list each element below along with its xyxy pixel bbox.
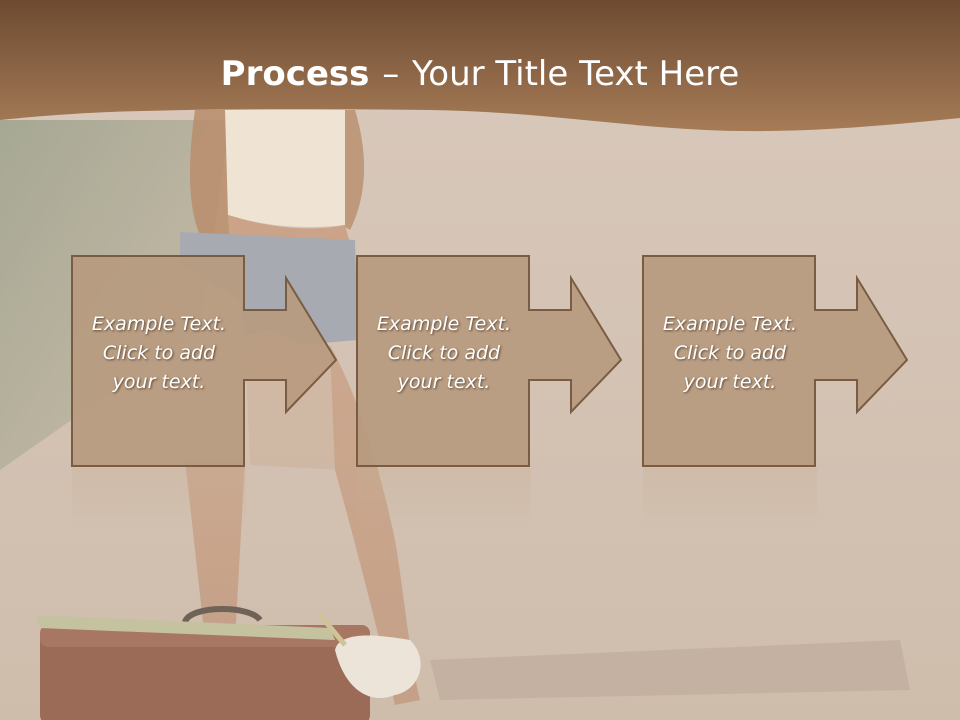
process-step-1[interactable]: Example Text. Click to add your text. [71,255,338,467]
step-text-line-1: Example Text. [376,313,512,335]
step-text-line-1: Example Text. [662,313,798,335]
step-text-line-2: Click to add [387,342,501,364]
step-arrow-shape [642,255,909,467]
step-text[interactable]: Example Text. Click to add your text. [647,310,813,397]
slide-title[interactable]: Process – Your Title Text Here [0,50,960,98]
step-reflection [357,468,531,528]
process-step-2[interactable]: Example Text. Click to add your text. [356,255,623,467]
step-text-line-3: your text. [112,371,206,393]
step-arrow-shape [356,255,623,467]
step-arrow-shape [71,255,338,467]
step-text[interactable]: Example Text. Click to add your text. [76,310,242,397]
step-text-line-2: Click to add [102,342,216,364]
title-separator: – [382,54,400,94]
step-text-line-1: Example Text. [91,313,227,335]
process-step-3[interactable]: Example Text. Click to add your text. [642,255,909,467]
header-band [0,0,960,132]
step-text-line-3: your text. [397,371,491,393]
step-text[interactable]: Example Text. Click to add your text. [361,310,527,397]
title-rest: Your Title Text Here [412,54,740,94]
title-bold: Process [220,54,370,94]
step-reflection [643,468,817,528]
step-text-line-2: Click to add [673,342,787,364]
step-reflection [72,468,246,528]
step-text-line-3: your text. [683,371,777,393]
